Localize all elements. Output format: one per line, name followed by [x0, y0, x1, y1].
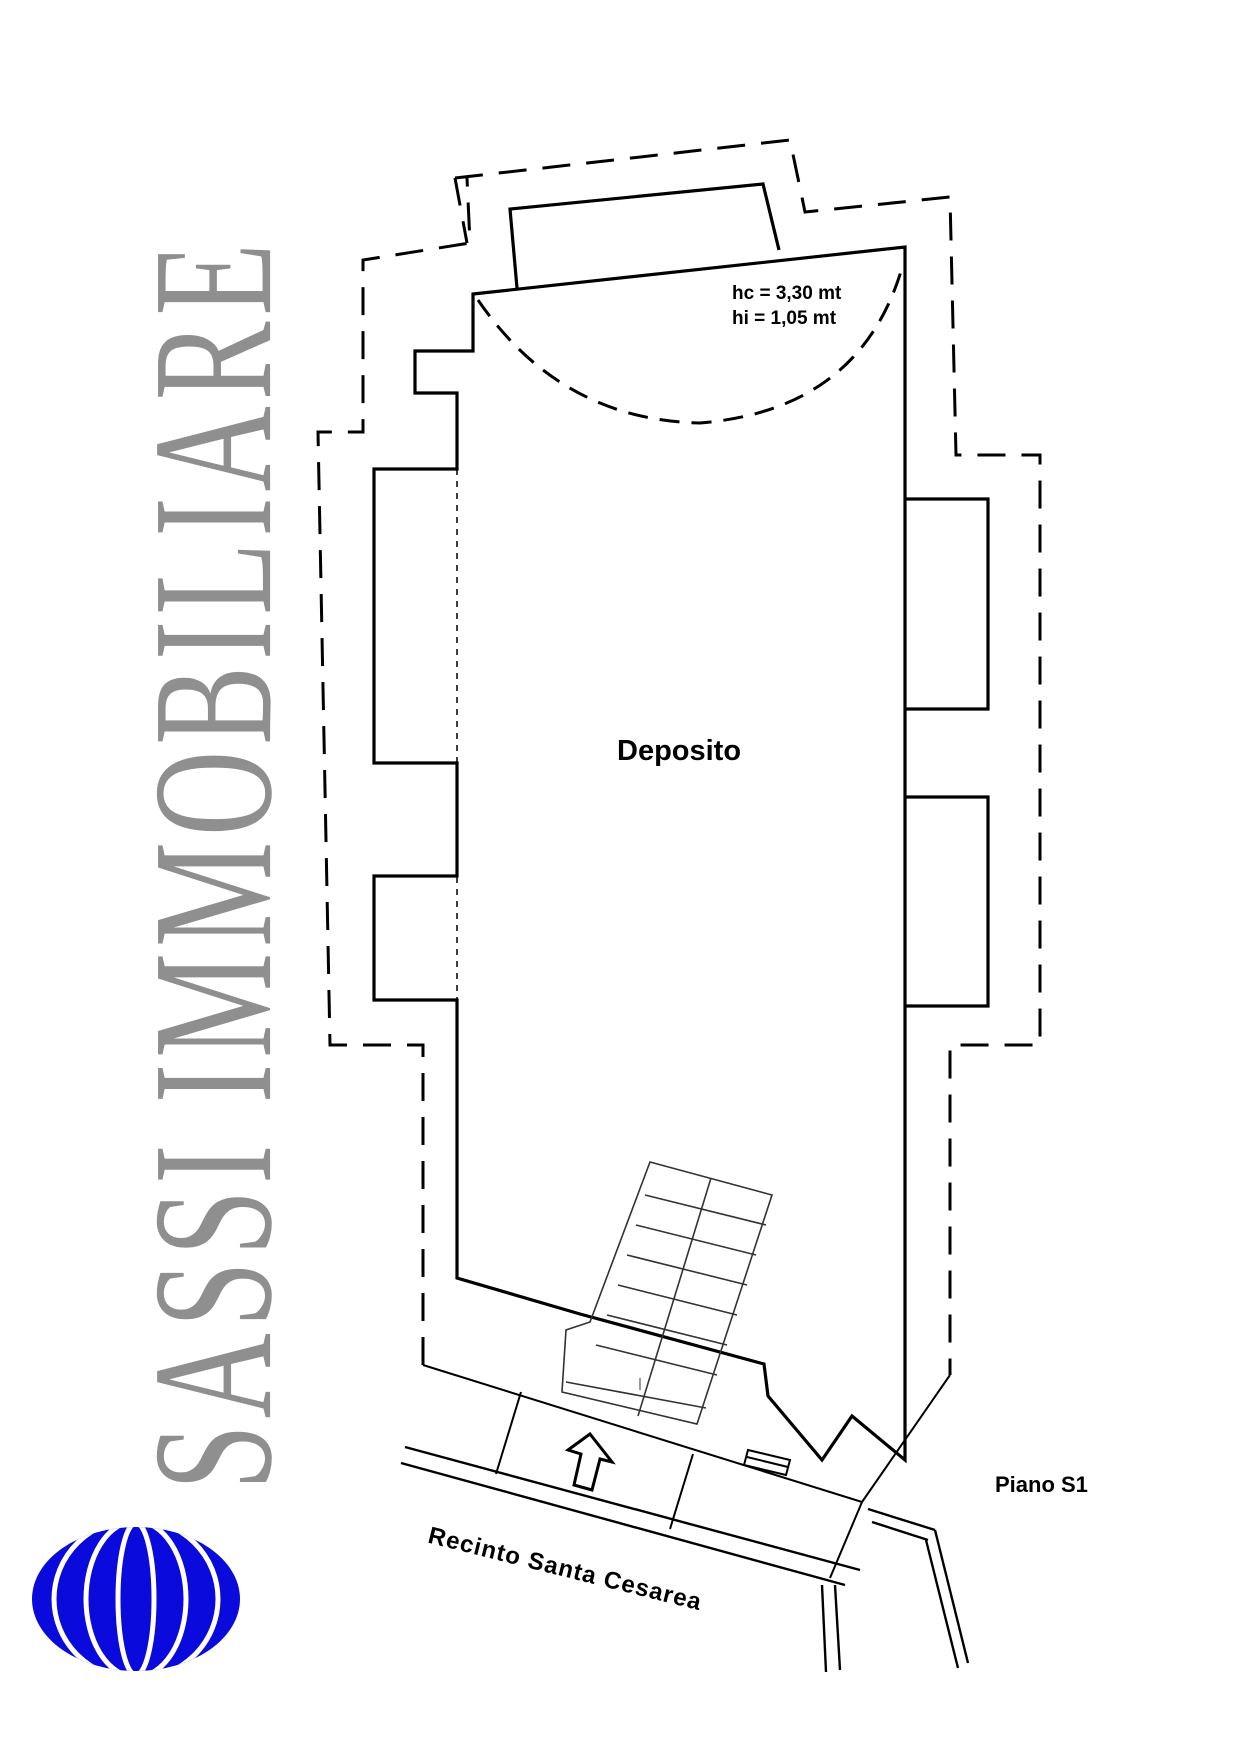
entry-steps [742, 1448, 792, 1477]
main-walls [372, 245, 907, 1464]
globe-icon [32, 1527, 240, 1671]
ceiling-height-label: hc = 3,30 mt [732, 283, 842, 304]
top-alcove [508, 182, 781, 289]
sidewalk-divisions [422, 1364, 951, 1579]
right-niche-lower [905, 795, 990, 1008]
street-edges [400, 1445, 970, 1673]
vault-arch [476, 267, 904, 425]
staircase [561, 1161, 774, 1425]
room-label: Deposito [617, 735, 742, 767]
right-niche-upper [905, 497, 990, 711]
arrow-up-icon [564, 1431, 616, 1492]
brand-logo [30, 1525, 242, 1673]
floor-label: Piano S1 [995, 1472, 1088, 1497]
imposta-height-label: hi = 1,05 mt [732, 308, 837, 329]
property-boundary-dashed [316, 138, 1042, 1375]
